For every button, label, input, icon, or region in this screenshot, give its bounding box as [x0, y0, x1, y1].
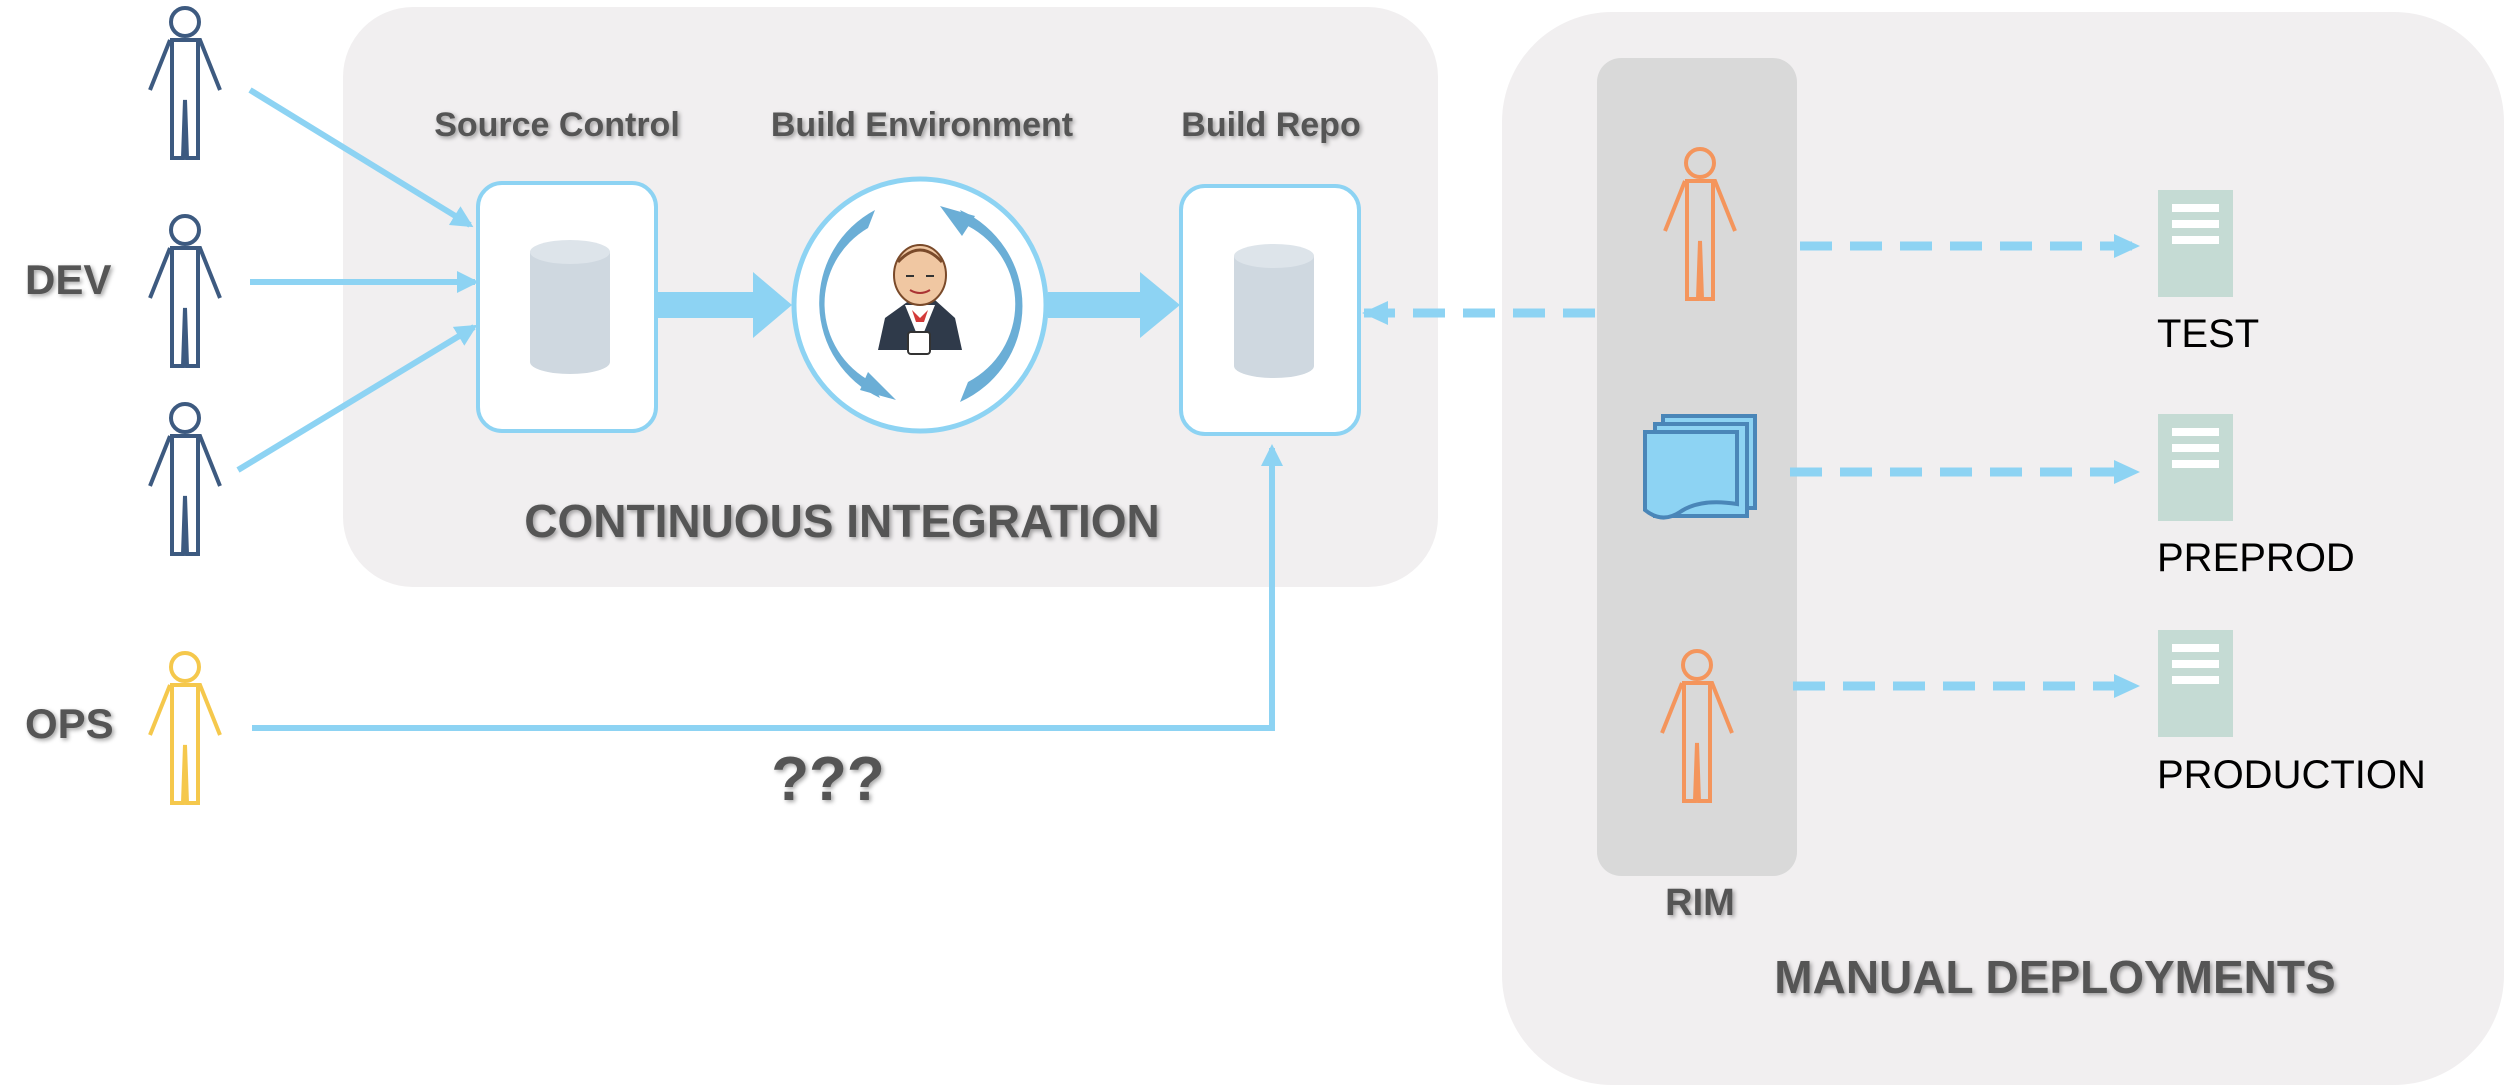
dev-person-1-icon [148, 6, 222, 160]
flow-arrow-build-to-repo [1048, 272, 1180, 338]
flow-arrow-source-to-build [658, 272, 792, 338]
dev-arrow-3 [236, 324, 478, 473]
ops-arrow [252, 444, 1283, 731]
server-preprod-icon [2158, 414, 2233, 521]
source-control-label: Source Control [434, 106, 680, 144]
ops-link-label: ??? [771, 745, 885, 814]
build-repo-label: Build Repo [1181, 106, 1360, 144]
dev-label: DEV [25, 256, 111, 303]
build-environment-node [791, 176, 1049, 434]
manual-deployments-title: MANUAL DEPLOYMENTS [1774, 951, 2335, 1003]
rim-person-2-icon [1660, 649, 1734, 803]
dev-person-3-icon [148, 402, 222, 556]
ops-label: OPS [25, 700, 114, 747]
server-production-icon [2158, 630, 2233, 737]
ci-title: CONTINUOUS INTEGRATION [524, 495, 1159, 547]
build-repo-box [1179, 184, 1361, 436]
env-label-test: TEST [2157, 312, 2259, 356]
source-control-box [476, 181, 658, 433]
env-label-preprod: PREPROD [2157, 536, 2355, 580]
build-environment-label: Build Environment [771, 106, 1073, 144]
rim-person-1-icon [1663, 147, 1737, 301]
jenkins-butler-icon [878, 244, 962, 355]
refresh-cycle-icon [819, 206, 1023, 402]
documents-icon [1643, 414, 1757, 520]
database-icon [1234, 244, 1314, 378]
database-icon [530, 240, 610, 374]
dev-arrow-1 [248, 87, 474, 228]
dev-person-2-icon [148, 214, 222, 368]
env-label-production: PRODUCTION [2157, 753, 2426, 797]
ops-person-icon [148, 651, 222, 805]
rim-label: RIM [1665, 882, 1735, 924]
server-test-icon [2158, 190, 2233, 297]
